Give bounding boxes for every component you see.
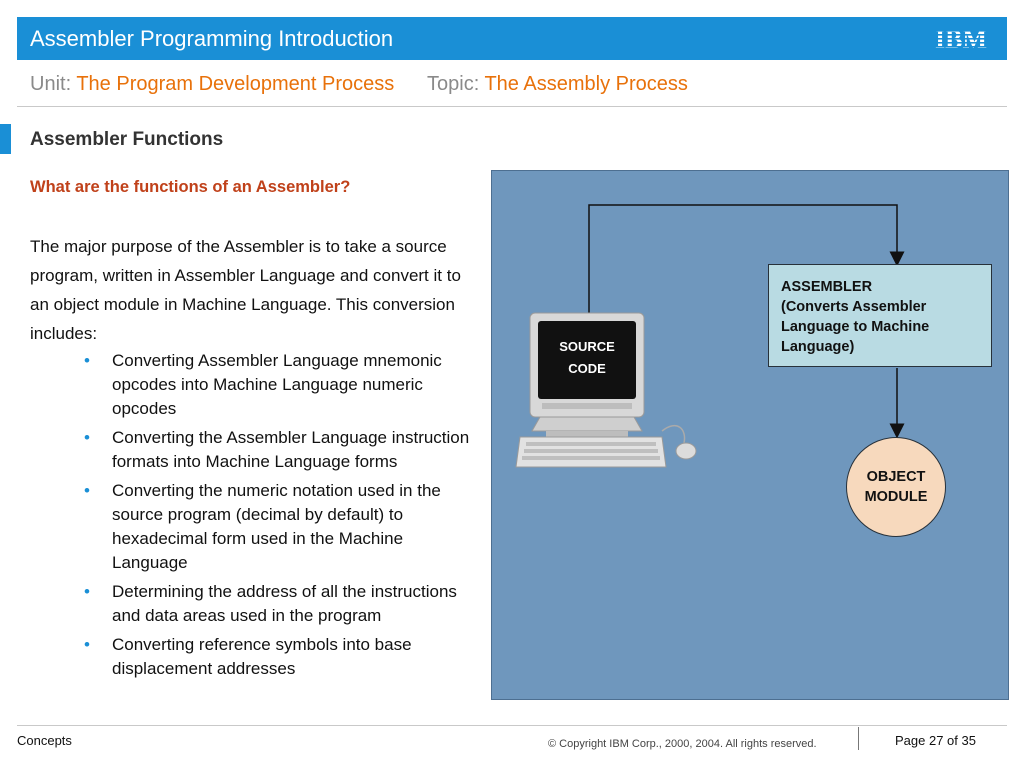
list-item: • Converting reference symbols into base … (84, 633, 474, 681)
list-item-text: Converting the Assembler Language instru… (112, 428, 470, 471)
section-marker (0, 124, 11, 154)
header-divider (17, 106, 1007, 107)
object-line: MODULE (864, 489, 928, 505)
list-item: • Converting the Assembler Language instr… (84, 426, 474, 474)
unit-label: Unit: (30, 73, 72, 95)
bullet-icon: • (84, 351, 90, 370)
assembler-line: Language to Machine (781, 319, 930, 335)
list-item-text: Converting the numeric notation used in … (112, 481, 441, 572)
title-bar: Assembler Programming Introduction IBM (17, 17, 1007, 60)
page-number: Page 27 of 35 (895, 733, 976, 748)
bullet-icon: • (84, 635, 90, 654)
intro-paragraph: The major purpose of the Assembler is to… (30, 237, 461, 343)
bullet-icon: • (84, 428, 90, 447)
list-item: • Converting Assembler Language mnemonic … (84, 349, 474, 421)
source-to-assembler-arrow (588, 204, 905, 313)
section-title: Assembler Functions (30, 129, 224, 150)
unit-topic-line: Unit: The Program Development Process To… (30, 73, 688, 96)
flow-arrows (588, 204, 905, 439)
assembly-diagram: SOURCE CODE ASSEMBLER (Converts Assemble… (491, 170, 1009, 700)
topic-value: The Assembly Process (484, 73, 688, 95)
topic-label: Topic: (427, 73, 480, 95)
presentation-title: Assembler Programming Introduction (30, 26, 394, 51)
assembler-line: ASSEMBLER (781, 279, 873, 295)
footer-separator (858, 727, 859, 750)
footer-section-label: Concepts (17, 733, 72, 748)
bullet-icon: • (84, 582, 90, 601)
assembler-line: Language) (781, 339, 855, 355)
computer-icon: SOURCE CODE (515, 312, 697, 468)
list-item-text: Converting Assembler Language mnemonic o… (112, 351, 442, 418)
function-list: • Converting Assembler Language mnemonic … (84, 349, 474, 686)
list-item-text: Determining the address of all the instr… (112, 582, 457, 625)
screen-line-2: CODE (568, 361, 606, 376)
object-module-circle: OBJECT MODULE (846, 437, 946, 537)
question-heading: What are the functions of an Assembler? (30, 178, 351, 196)
assembler-box: ASSEMBLER (Converts Assembler Language t… (768, 264, 992, 367)
footer-divider (17, 725, 1007, 726)
unit-value: The Program Development Process (76, 73, 395, 95)
screen-line-1: SOURCE (559, 339, 615, 354)
list-item: • Converting the numeric notation used in… (84, 479, 474, 575)
list-item-text: Converting reference symbols into base d… (112, 635, 412, 678)
assembler-line: (Converts Assembler (781, 299, 927, 315)
object-line: OBJECT (866, 469, 926, 485)
footer-copyright: © Copyright IBM Corp., 2000, 2004. All r… (548, 738, 817, 750)
bullet-icon: • (84, 481, 90, 500)
ibm-logo: IBM (929, 26, 993, 52)
list-item: • Determining the address of all the inst… (84, 580, 474, 628)
